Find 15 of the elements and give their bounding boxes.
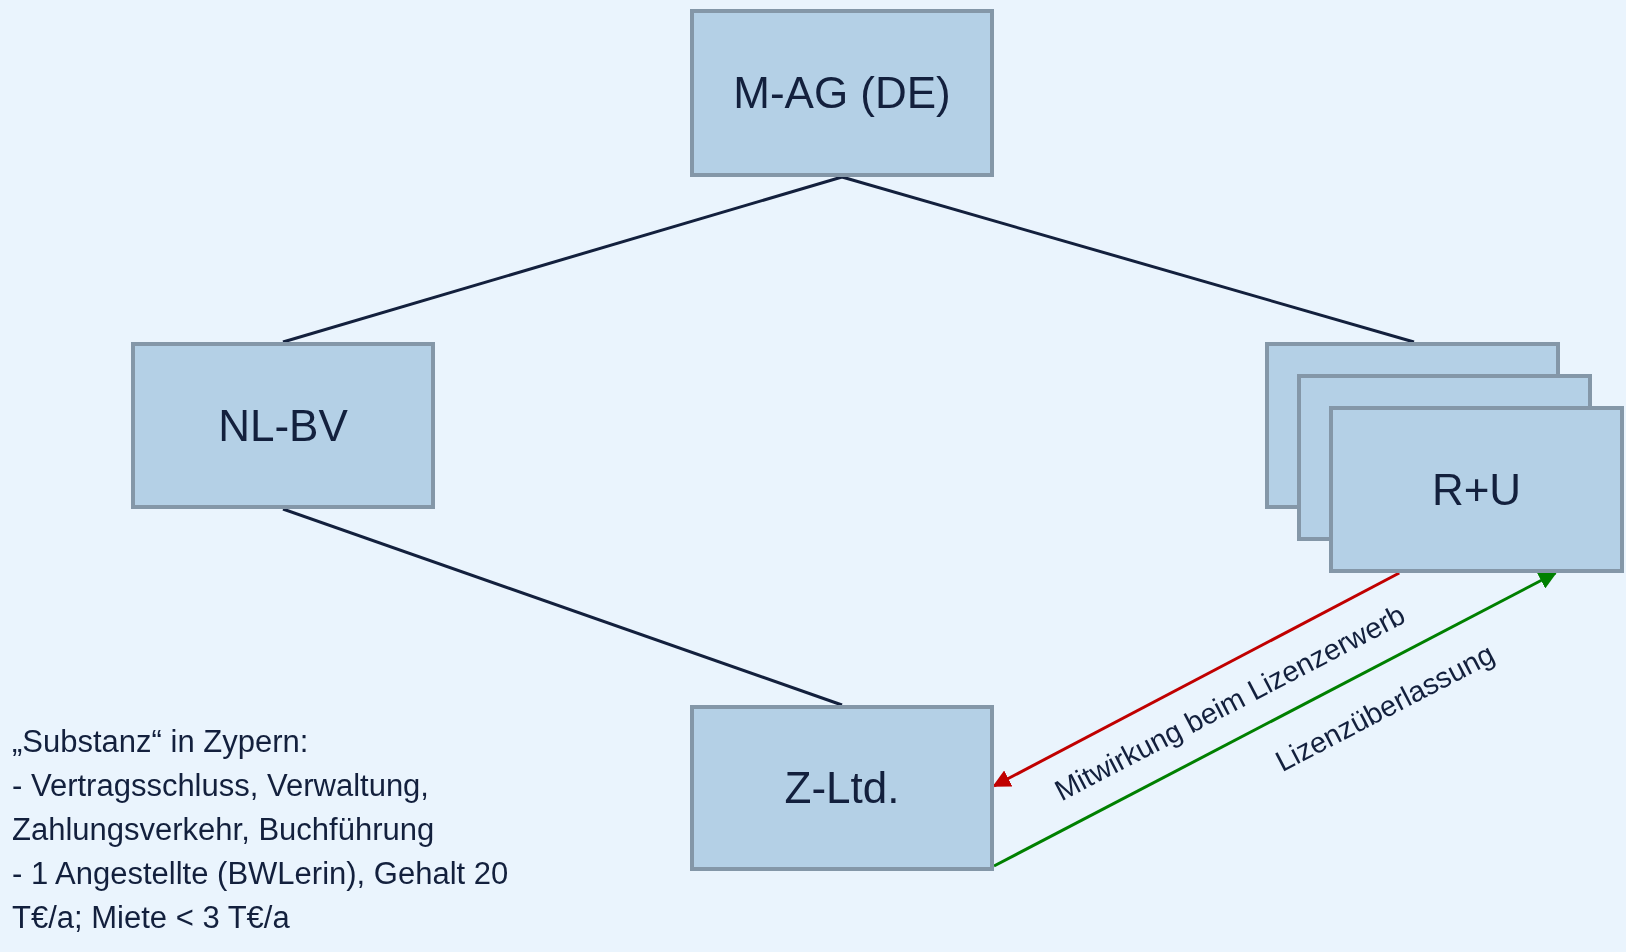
connector-line [841, 175, 1415, 344]
stacked-boxes [1265, 342, 1624, 573]
entity-box [690, 705, 994, 871]
arrow [993, 571, 1558, 868]
note-text: - Vertragsschluss, Verwaltung, Zahlungsverkehr, Buchführung [12, 767, 436, 849]
box-label: R+U [1431, 464, 1522, 515]
box-label: M-AG (DE) [733, 68, 951, 118]
entity-box [690, 9, 994, 177]
connector-line [282, 175, 843, 344]
note-text: - 1 Angestellte (BWLerin), Gehalt 20 T€/a; Miete < 3 T€/a [12, 855, 510, 937]
box-label: NL-BV [218, 400, 348, 451]
connector-line [282, 507, 843, 707]
box-label: Z-Ltd. [784, 763, 900, 813]
entity-box [131, 342, 435, 509]
note-text: „Substanz“ in Zypern: [12, 723, 310, 761]
